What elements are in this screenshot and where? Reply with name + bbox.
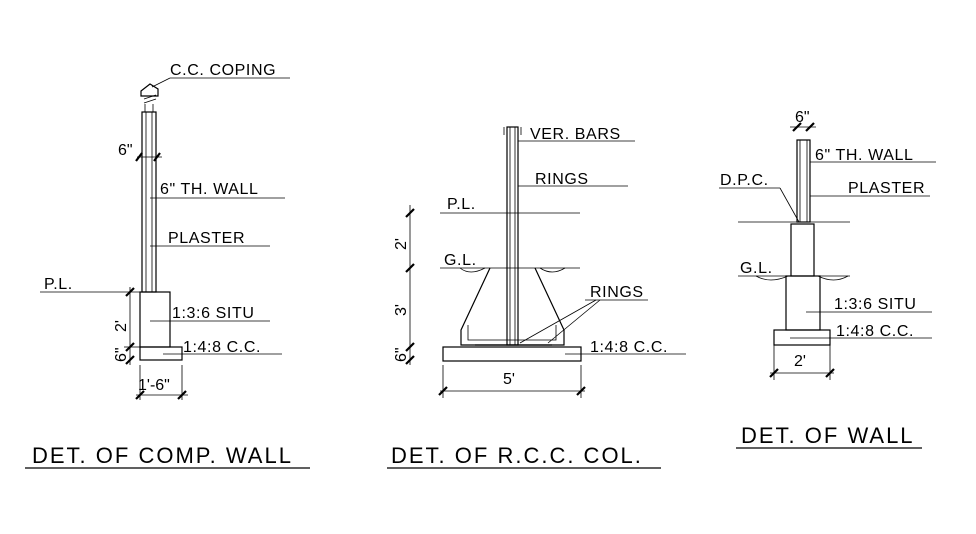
comp-wall-stem: [141, 111, 157, 293]
rcc-width-dim: 5': [503, 371, 515, 388]
comp-wall-th-label: 6" TH. WALL: [160, 181, 259, 198]
rcc-footing-taper: [460, 267, 565, 346]
rings-bottom-label: RINGS: [590, 284, 644, 301]
comp-wall-width-dim: 1'-6": [138, 377, 170, 394]
rcc-col-detail: VER. BARS RINGS P.L. G.L. 2' 3' 6" RINGS…: [387, 126, 686, 469]
wall-situ-label: 1:3:6 SITU: [834, 296, 916, 313]
rcc-column-stem: [506, 126, 519, 346]
comp-wall-depth-dim: 2': [113, 320, 130, 332]
wall-cc-label: 1:4:8 C.C.: [836, 323, 914, 340]
wall-thk-dim: 6": [795, 109, 810, 126]
rcc-dim-2: 2': [393, 238, 410, 250]
wall-cc-bed: [773, 329, 831, 346]
wall-situ-block: [785, 275, 821, 331]
dpc-label: D.P.C.: [720, 172, 769, 189]
rcc-col-title: DET. OF R.C.C. COL.: [391, 443, 643, 468]
comp-wall-situ-label: 1:3:6 SITU: [172, 305, 254, 322]
wall-width-dim: 2': [794, 353, 806, 370]
rcc-cc-bed: [442, 346, 582, 362]
rcc-cc-label: 1:4:8 C.C.: [590, 339, 668, 356]
wall-th-label: 6" TH. WALL: [815, 147, 914, 164]
rings-top-label: RINGS: [535, 171, 589, 188]
wall-gl-label: G.L.: [740, 260, 773, 277]
comp-wall-cc-bed: [139, 346, 183, 361]
rcc-dim-6: 6": [393, 347, 410, 362]
wall-detail: 6" 6" TH. WALL D.P.C. PLASTER G.L. 1:3:6…: [719, 109, 936, 449]
ver-bars-label: VER. BARS: [530, 126, 621, 143]
comp-wall-plaster-label: PLASTER: [168, 230, 245, 247]
wall-hatched-section: [790, 223, 815, 277]
comp-wall-detail: C.C. COPING 6" 6" TH. WALL PLASTER P.L. …: [25, 62, 310, 469]
comp-wall-title: DET. OF COMP. WALL: [32, 443, 293, 468]
comp-wall-pl-label: P.L.: [44, 276, 73, 293]
cc-coping-label: C.C. COPING: [170, 62, 276, 79]
rcc-pl-label: P.L.: [447, 196, 476, 213]
rcc-dim-3: 3': [393, 304, 410, 316]
wall-title: DET. OF WALL: [741, 423, 915, 448]
comp-wall-thk-dim: 6": [118, 142, 133, 159]
comp-wall-cc-label: 1:4:8 C.C.: [183, 339, 261, 356]
coping-shape: [140, 83, 159, 97]
wall-plaster-label: PLASTER: [848, 180, 925, 197]
rcc-gl-label: G.L.: [444, 252, 477, 269]
comp-wall-bed-dim: 6": [113, 347, 130, 362]
comp-wall-situ-block: [139, 291, 171, 348]
wall-stem: [796, 139, 811, 223]
